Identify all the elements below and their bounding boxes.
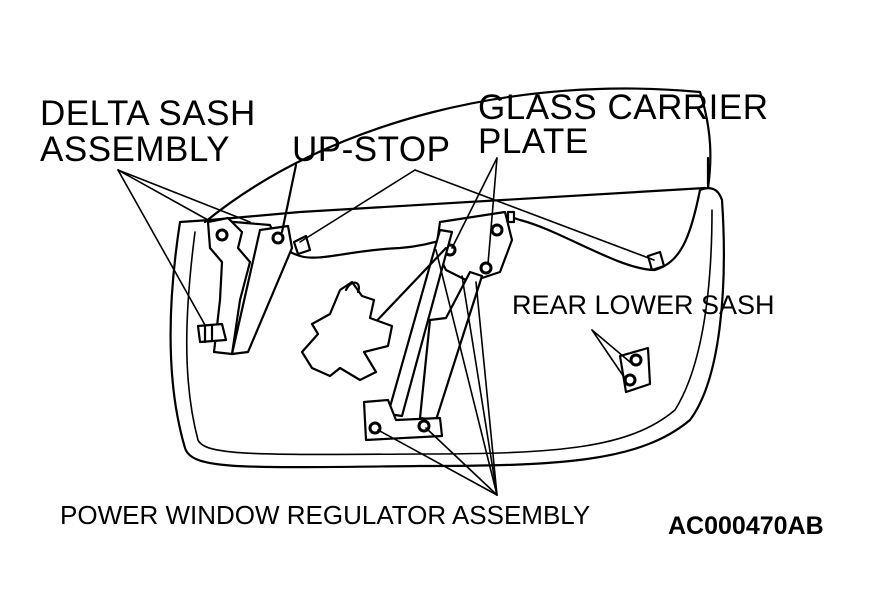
leader-rear-lower-sash-1: [591, 329, 631, 363]
regulator-motor-hook: [344, 281, 360, 294]
figure-code: AC000470AB: [668, 512, 824, 540]
leader-delta-sash-1: [117, 169, 209, 221]
leader-glass-carrier-2: [487, 157, 498, 265]
label-glass-carrier-line1: GLASS CARRIER: [478, 88, 769, 127]
leader-up-stop-1: [299, 169, 416, 243]
leader-regulator-2: [425, 427, 498, 496]
leader-regulator-4: [435, 249, 498, 496]
leader-regulator-5: [475, 281, 498, 496]
leader-regulator-1: [377, 429, 498, 496]
regulator-motor: [300, 280, 394, 382]
label-up-stop: UP-STOP: [292, 130, 451, 169]
leader-delta-sash-2: [117, 169, 206, 326]
label-delta-sash-line2: ASSEMBLY: [40, 130, 231, 169]
label-glass-carrier-line2: PLATE: [478, 122, 589, 161]
delta-sash-bolt-top: [215, 228, 229, 242]
door-panel-outline: [169, 187, 725, 469]
leader-delta-sash-3: [117, 169, 251, 223]
belt-line: [208, 186, 707, 222]
delta-sash-bracket: [206, 216, 252, 356]
leader-rear-lower-sash-2: [591, 329, 627, 381]
glass-carrier-bolt-2: [490, 223, 504, 237]
door-panel-inner-edge: [185, 209, 713, 456]
label-delta-sash-line1: DELTA SASH: [40, 94, 256, 133]
leader-glass-carrier-1: [451, 157, 498, 249]
label-power-window-regulator: POWER WINDOW REGULATOR ASSEMBLY: [60, 500, 591, 530]
rear-lower-sash-bolt-1: [629, 353, 643, 367]
leader-up-stop-2: [414, 169, 655, 261]
up-stop-front: [292, 234, 312, 256]
up-stop-rear: [646, 250, 666, 272]
label-rear-lower-sash: REAR LOWER SASH: [512, 290, 775, 320]
regulator-lower-bolt-1: [368, 421, 382, 435]
leader-regulator-3: [461, 275, 498, 496]
window-glass-outline: [203, 87, 712, 224]
glass-carrier-tab: [506, 210, 516, 224]
front-rail-line: [280, 163, 298, 234]
front-rail-bolt: [271, 231, 285, 245]
regulator-rail-front: [386, 228, 454, 418]
rear-lower-sash-bolt-2: [623, 373, 637, 387]
glass-carrier-bolt-3: [479, 261, 493, 275]
